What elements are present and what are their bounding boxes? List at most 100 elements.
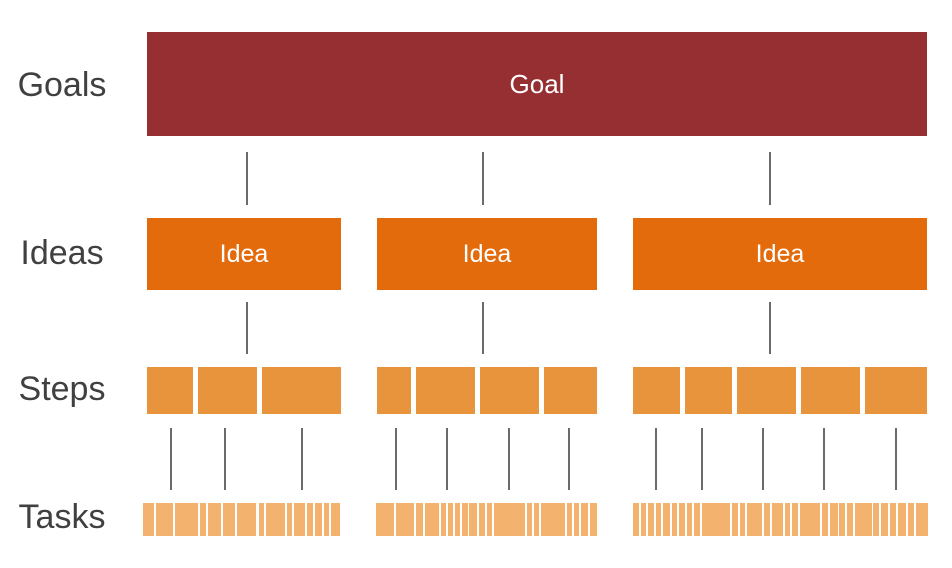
task-block [764, 503, 770, 536]
row-label-steps: Steps [18, 370, 106, 408]
task-block [915, 503, 928, 536]
task-block [258, 503, 265, 536]
task-block [686, 503, 693, 536]
task-block [493, 503, 526, 536]
task-block [890, 503, 896, 536]
step-block [377, 367, 411, 414]
step-block [737, 367, 796, 414]
goal-label: Goal [509, 68, 565, 99]
connector-idea-steps-2 [482, 302, 484, 354]
step-block [544, 367, 597, 414]
connector-step-task [395, 428, 397, 490]
step-block [685, 367, 732, 414]
connector-idea-steps-3 [769, 302, 771, 354]
task-block [376, 503, 394, 536]
task-block [424, 503, 439, 536]
goal-box: Goal [147, 32, 927, 136]
task-block [880, 503, 889, 536]
task-block [526, 503, 533, 536]
task-block [469, 503, 478, 536]
idea-label-1: Idea [219, 239, 269, 268]
connector-step-task [301, 428, 303, 490]
connector-step-task [823, 428, 825, 490]
connector-step-task [701, 428, 703, 490]
row-label-tasks: Tasks [18, 498, 106, 536]
task-block [455, 503, 461, 536]
task-block [155, 503, 174, 536]
task-block [566, 503, 572, 536]
task-block [830, 503, 838, 536]
step-block [262, 367, 341, 414]
task-block [663, 503, 670, 536]
task-block [395, 503, 414, 536]
step-block [801, 367, 860, 414]
task-block [873, 503, 879, 536]
task-block [479, 503, 485, 536]
step-block [147, 367, 193, 414]
task-block [175, 503, 199, 536]
connector-step-task [170, 428, 172, 490]
connector-goal-idea-3 [769, 152, 771, 205]
task-block [462, 503, 468, 536]
connector-step-task [655, 428, 657, 490]
task-block [208, 503, 221, 536]
task-block [237, 503, 257, 536]
task-block [671, 503, 678, 536]
task-block [580, 503, 588, 536]
step-block [865, 367, 927, 414]
step-block [633, 367, 680, 414]
task-block [732, 503, 738, 536]
task-block [286, 503, 293, 536]
connector-step-task [568, 428, 570, 490]
task-block [589, 503, 597, 536]
row-label-ideas: Ideas [20, 234, 104, 272]
connector-step-task [508, 428, 510, 490]
connector-goal-idea-1 [246, 152, 248, 205]
task-block [440, 503, 447, 536]
task-block [897, 503, 907, 536]
task-block [792, 503, 798, 536]
task-block [854, 503, 872, 536]
idea-box-2: Idea [377, 218, 597, 290]
step-block [416, 367, 475, 414]
task-block [294, 503, 306, 536]
task-block [266, 503, 285, 536]
idea-box-3: Idea [633, 218, 927, 290]
step-block [198, 367, 257, 414]
task-block [679, 503, 685, 536]
task-block [633, 503, 639, 536]
task-block [323, 503, 330, 536]
task-block [771, 503, 783, 536]
task-block [307, 503, 313, 536]
task-block [573, 503, 579, 536]
task-block [534, 503, 540, 536]
connector-step-task [446, 428, 448, 490]
task-block [447, 503, 454, 536]
task-block [655, 503, 662, 536]
task-block [908, 503, 914, 536]
task-block [486, 503, 492, 536]
task-block [640, 503, 647, 536]
task-block [747, 503, 763, 536]
step-block [480, 367, 539, 414]
connector-step-task [762, 428, 764, 490]
row-label-goals: Goals [17, 66, 107, 104]
task-block [331, 503, 340, 536]
task-block [648, 503, 654, 536]
connector-step-task [224, 428, 226, 490]
task-block [200, 503, 207, 536]
idea-label-2: Idea [462, 239, 512, 268]
task-block [701, 503, 731, 536]
task-block [415, 503, 423, 536]
connector-idea-steps-1 [246, 302, 248, 354]
task-block [694, 503, 700, 536]
task-block [314, 503, 322, 536]
idea-box-1: Idea [147, 218, 341, 290]
task-block [739, 503, 746, 536]
task-block [839, 503, 846, 536]
connector-step-task [895, 428, 897, 490]
task-block [541, 503, 565, 536]
connector-goal-idea-2 [482, 152, 484, 205]
task-block [222, 503, 236, 536]
task-block [143, 503, 154, 536]
